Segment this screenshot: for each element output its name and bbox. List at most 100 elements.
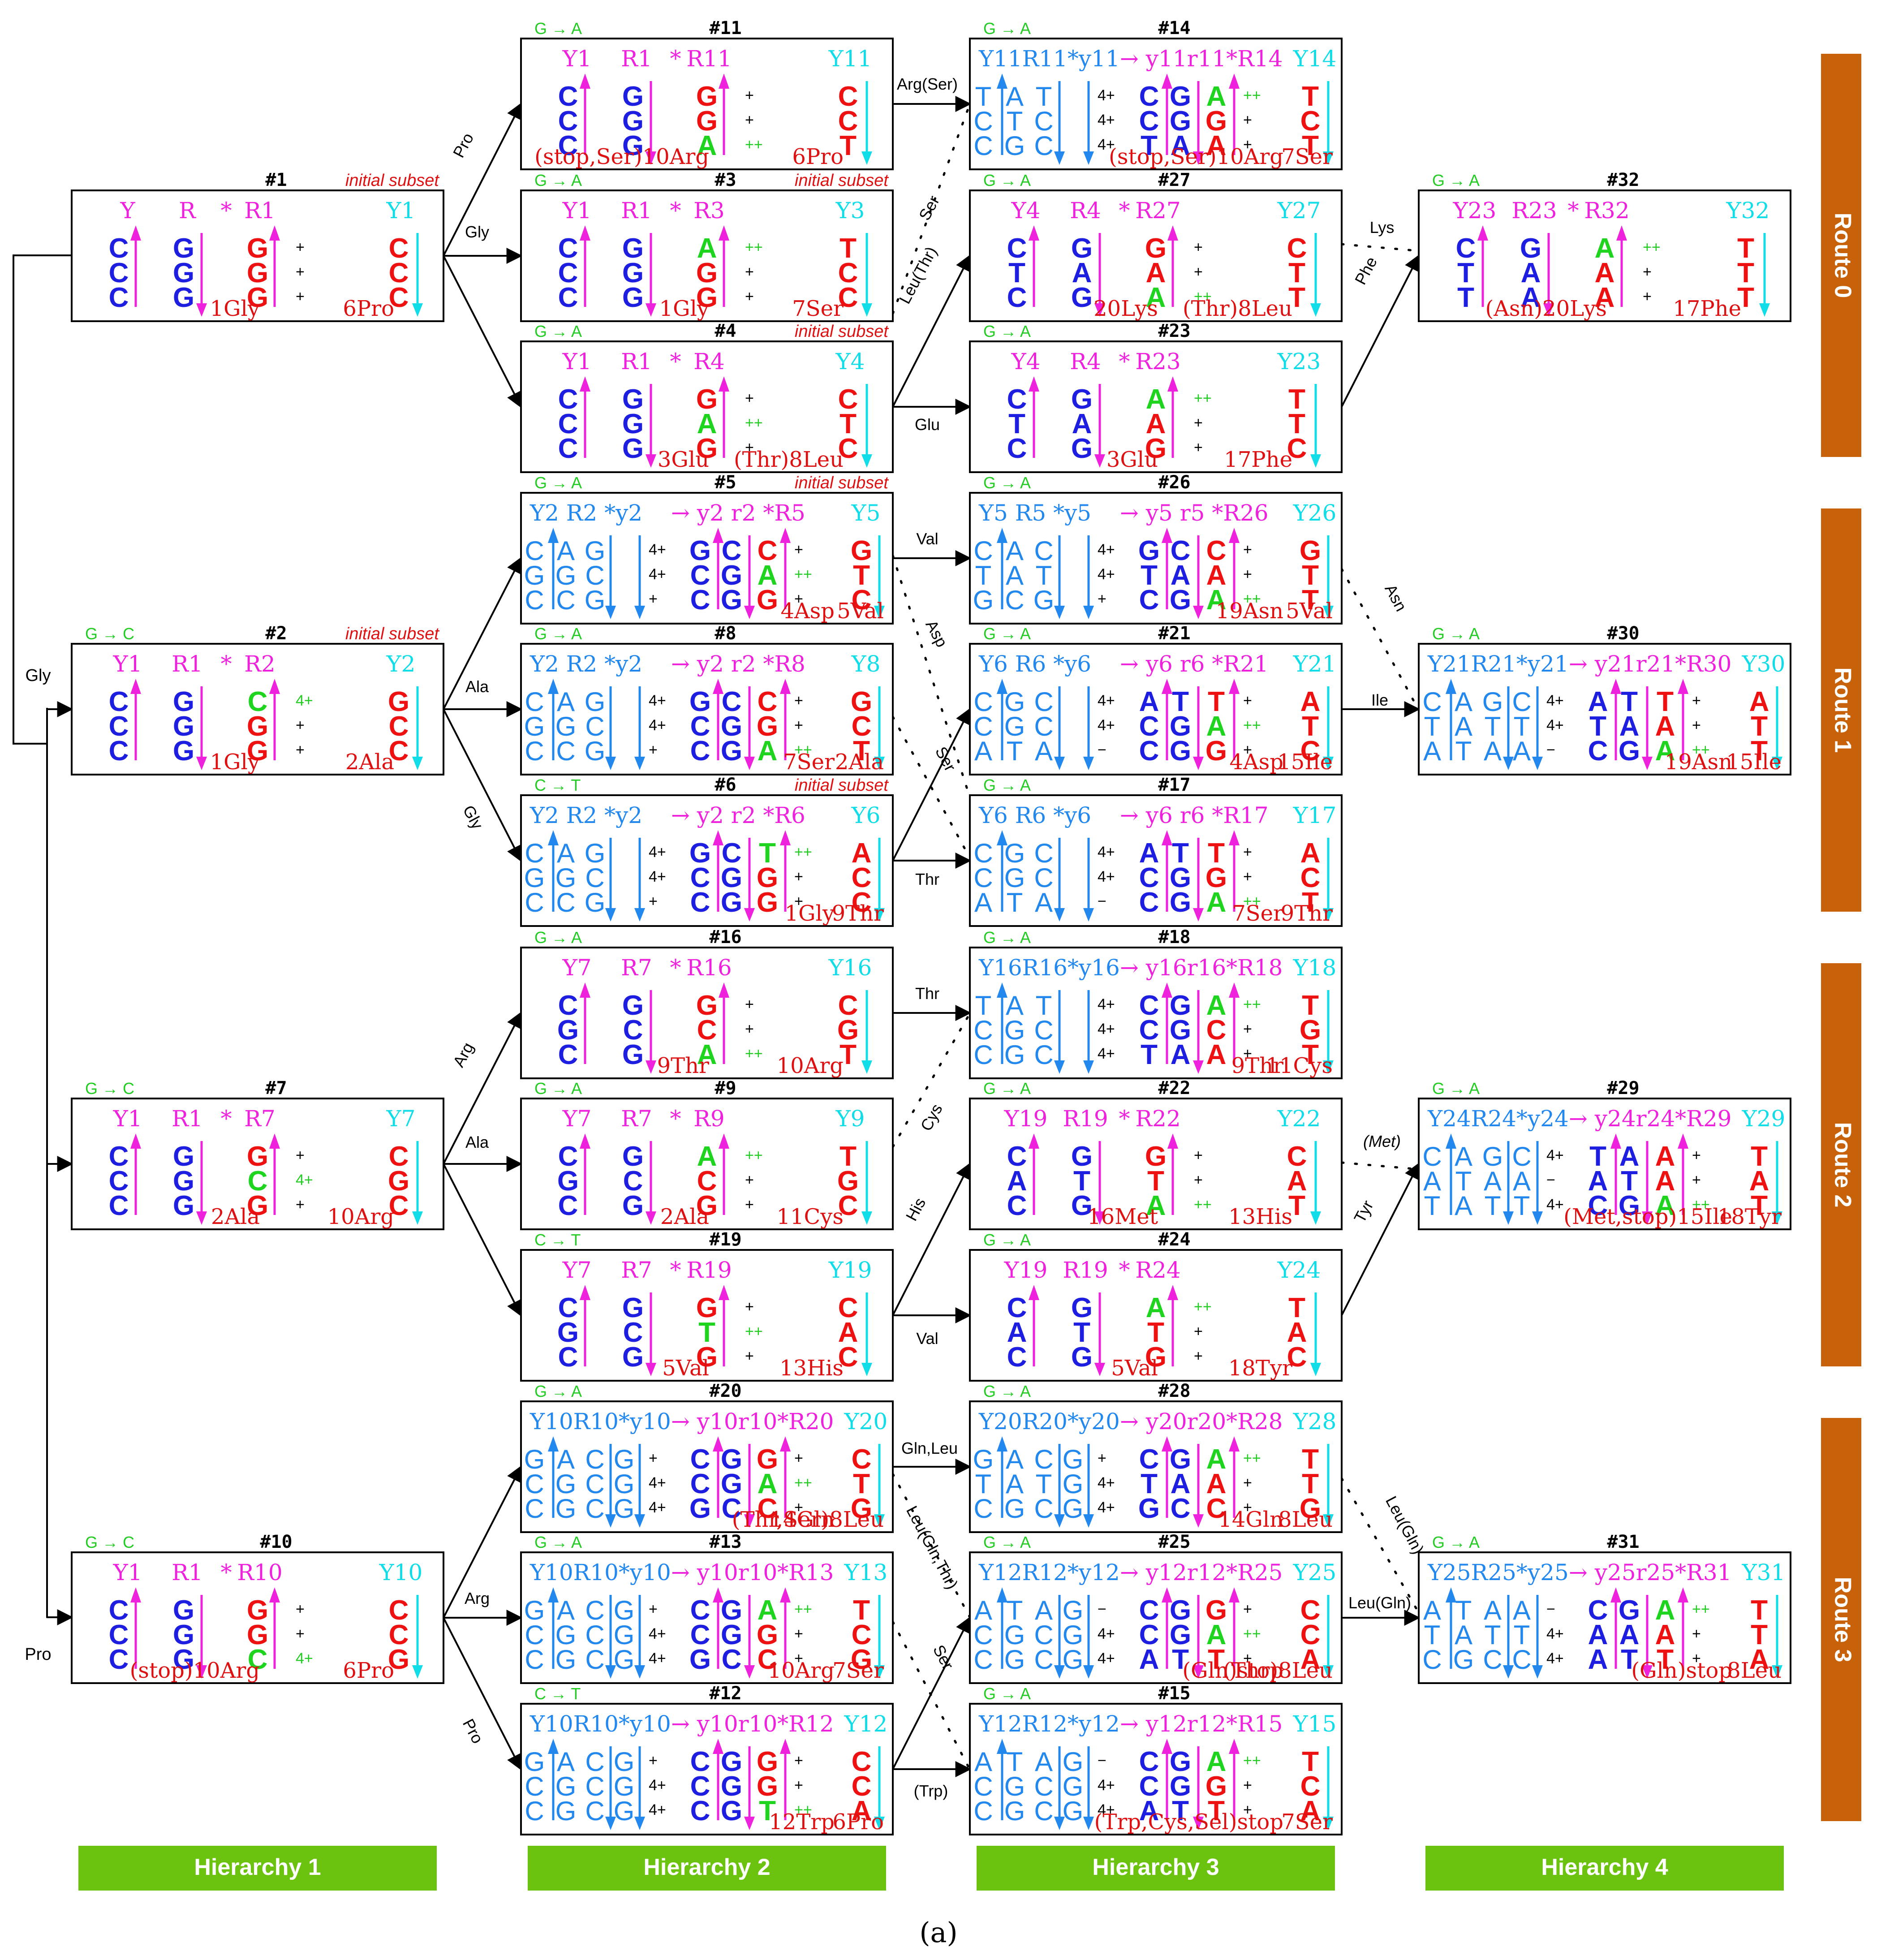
arrow-head [196,1211,207,1225]
pair-mark: + [296,1196,305,1213]
base-letter: G [1145,1141,1167,1172]
arrow-head [605,1514,616,1528]
base-letter: A [758,1469,778,1499]
codon-label-left: 3Glu [658,447,709,472]
base-letter: G [622,990,644,1021]
base-letter: C [1287,433,1307,464]
pre-base-letter: C [1034,1796,1053,1826]
base-letter: A [697,409,717,439]
codon-label-left: 4Asp [1229,750,1283,775]
arrow-head [1642,1665,1653,1679]
pre-base-letter: C [973,131,993,161]
arrow-head [1446,679,1456,694]
pair-mark: ++ [1243,1752,1261,1769]
base-letter: T [1457,282,1474,313]
base-letter: C [722,1493,742,1524]
base-letter: G [721,1796,742,1826]
base-letter: A [1206,585,1227,616]
pre-base-letter: C [1034,1040,1053,1070]
pair-mark: + [745,439,754,456]
arrow-head [874,1665,885,1679]
pre-base-letter: G [1004,838,1025,868]
header-pre: Y2 R2 *y2 [530,651,642,677]
pre-base-letter: T [1514,1191,1530,1221]
base-letter: C [838,258,858,289]
base-letter: C [1588,1595,1608,1626]
base-letter: C [1206,1015,1227,1046]
base-letter: G [622,384,644,415]
base-letter: A [1206,711,1227,742]
base-letter: C [1171,1493,1191,1524]
arrow-head [1678,1133,1688,1149]
arrow-head [634,606,645,619]
edge-label: Leu(Thr) [895,244,940,307]
arrow-head [874,1514,885,1528]
edge-label: Arg [465,1589,490,1607]
pre-base-letter: C [585,1494,604,1524]
pre-base-letter: C [1034,863,1053,893]
header-pre: Y16R16*y16 [978,955,1120,981]
base-letter: G [173,1166,194,1197]
pre-base-letter: T [1036,991,1052,1021]
box-frame [520,340,894,473]
base-letter: A [1007,1166,1027,1197]
pair-mark: + [1194,1147,1203,1164]
base-letter: C [1007,1292,1027,1323]
base-letter: T [1589,711,1606,742]
arrow-head [634,1817,645,1830]
header-main: → y11r11*R14 [1120,46,1283,72]
base-letter: A [1171,130,1191,161]
arrow-head [412,1211,423,1225]
pre-base-letter: A [1423,1166,1441,1196]
header-label: * [221,651,232,677]
arrow-head [1323,151,1334,165]
mutation-label: G → A [983,1382,1031,1400]
base-letter: T [1751,1141,1768,1172]
arrow-head [1446,1133,1456,1149]
base-letter: G [721,862,742,893]
base-letter: C [109,1166,129,1197]
arrow-head [997,1739,1007,1754]
base-letter: T [1147,1166,1164,1197]
base-letter: G [757,1746,778,1777]
base-letter: G [696,106,718,137]
box-frame [1418,643,1791,775]
pair-mark: + [1692,1172,1701,1189]
base-letter: A [1072,409,1092,439]
arrow-head [580,1133,590,1149]
pre-base-letter: G [614,1444,635,1474]
arrow-head [780,1587,791,1602]
base-letter: G [1071,1342,1093,1373]
arrow-head [719,73,729,89]
pre-pair-mark: 4+ [649,868,666,885]
arrow-head [1193,1665,1204,1679]
pre-base-letter: G [614,1645,635,1675]
pair-mark: + [296,288,305,305]
base-letter: G [1170,81,1191,112]
box-frame [969,1703,1343,1835]
arrow-head [1532,1665,1543,1679]
arrow-head [1532,1211,1543,1225]
base-letter: C [389,258,409,289]
arrow-head [719,982,729,998]
arrow-head [1083,1665,1094,1679]
edge-line [892,254,971,408]
box-frame [969,643,1343,775]
pair-mark: + [1194,414,1203,431]
arrow-head [646,1060,656,1074]
pre-base-letter: G [585,887,606,918]
pre-base-letter: G [555,1771,577,1801]
base-letter: G [622,409,644,439]
mutation-label: G → A [983,1079,1031,1098]
base-letter: G [1205,1771,1227,1802]
edge-line [443,255,522,409]
edge-line [443,1465,522,1619]
edge-label: Leu(Gln) [1382,1493,1428,1557]
pre-base-letter: C [1034,1645,1053,1675]
edge-line [443,708,522,862]
